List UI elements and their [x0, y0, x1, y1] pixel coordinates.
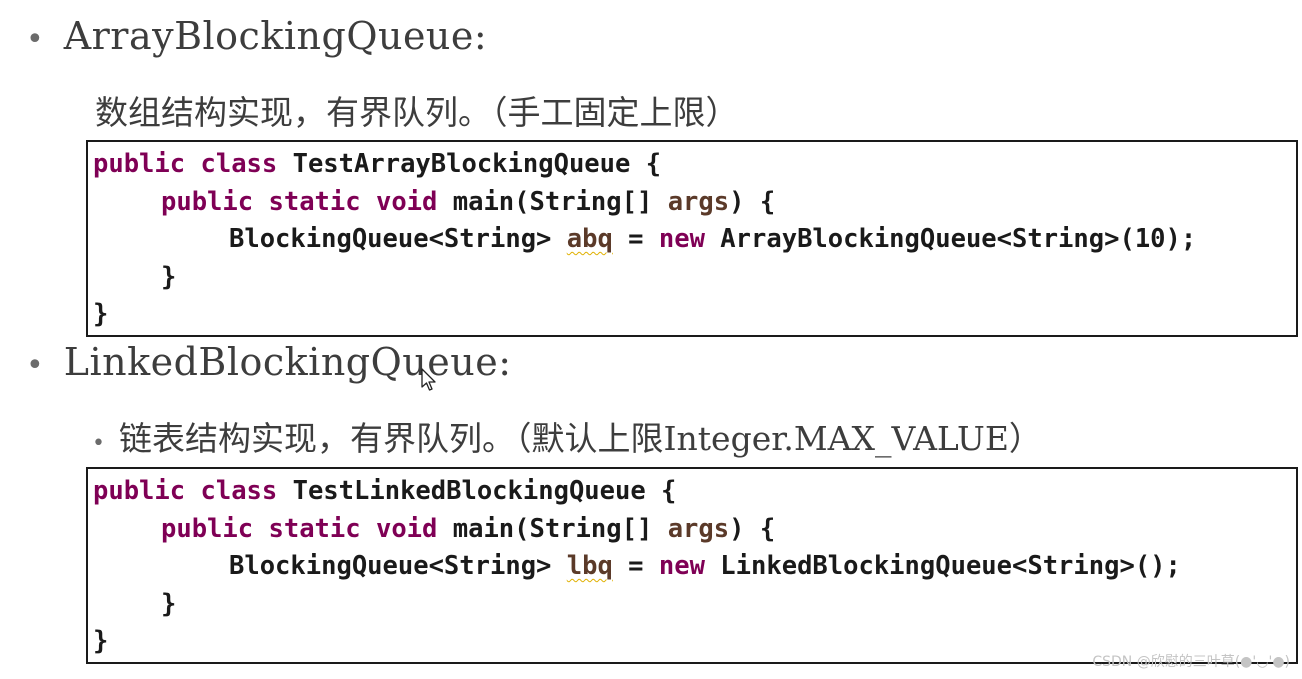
code-line: public static void main(String[] args) { [93, 511, 1296, 549]
code-variable-warning: lbq [566, 551, 613, 581]
code-variable-warning: abq [566, 224, 613, 254]
code-keyword: new [658, 551, 705, 581]
code-keyword: public [93, 476, 186, 506]
sub-bullet-icon: • [92, 431, 105, 456]
bullet-icon: • [26, 348, 44, 383]
code-line: } [93, 623, 1296, 661]
code-text: BlockingQueue<String> [229, 224, 567, 254]
code-text: LinkedBlockingQueue<String>(); [704, 551, 1181, 581]
code-param: args [667, 186, 730, 217]
section2-heading-row: • LinkedBlockingQueue: [26, 340, 512, 384]
code-brace: } [93, 626, 109, 656]
code-block-linked: public class TestLinkedBlockingQueue {pu… [86, 467, 1298, 664]
section2-description: 链表结构实现，有界队列。（默认上限Integer.MAX_VALUE） [118, 419, 1042, 458]
code-keyword: static [268, 186, 361, 217]
code-text: main(String[] [437, 186, 668, 217]
code-text: BlockingQueue<String> [229, 551, 567, 581]
code-keyword: public [161, 186, 254, 217]
code-keyword: void [375, 186, 438, 217]
code-text: = [612, 551, 659, 581]
code-text: ) { [729, 186, 776, 217]
code-line: } [93, 296, 1296, 334]
section2-heading: LinkedBlockingQueue: [63, 340, 512, 384]
mouse-pointer-icon [421, 368, 436, 391]
code-text: TestLinkedBlockingQueue { [277, 476, 677, 506]
code-keyword: class [200, 149, 278, 179]
code-line: } [93, 259, 1296, 297]
watermark: CSDN @欣慰的三叶草(●'◡'●) [1092, 654, 1290, 670]
bullet-icon: • [26, 22, 44, 57]
section1-heading-row: • ArrayBlockingQueue: [26, 14, 487, 58]
code-text: ArrayBlockingQueue<String>(10); [704, 224, 1197, 254]
code-keyword: new [658, 224, 705, 254]
code-brace: } [161, 588, 177, 619]
code-line: BlockingQueue<String> abq = new ArrayBlo… [93, 221, 1296, 259]
code-text: main(String[] [437, 513, 668, 544]
code-line: } [93, 586, 1296, 624]
section2-description-row: • 链表结构实现，有界队列。（默认上限Integer.MAX_VALUE） [92, 412, 1042, 460]
code-line: public class TestArrayBlockingQueue { [93, 146, 1296, 184]
code-block-array: public class TestArrayBlockingQueue {pub… [86, 140, 1298, 337]
code-text: ) { [729, 513, 776, 544]
code-line: public class TestLinkedBlockingQueue { [93, 473, 1296, 511]
code-keyword: void [375, 513, 438, 544]
code-keyword: static [268, 513, 361, 544]
code-text: TestArrayBlockingQueue { [277, 149, 662, 179]
code-param: args [667, 513, 730, 544]
section1-heading: ArrayBlockingQueue: [63, 14, 488, 58]
code-text: = [612, 224, 659, 254]
code-keyword: public [93, 149, 186, 179]
code-brace: } [93, 299, 109, 329]
code-brace: } [161, 261, 177, 292]
code-line: BlockingQueue<String> lbq = new LinkedBl… [93, 548, 1296, 586]
section1-description: 数组结构实现，有界队列。（手工固定上限） [95, 93, 739, 132]
code-keyword: public [161, 513, 254, 544]
code-keyword: class [200, 476, 278, 506]
code-line: public static void main(String[] args) { [93, 184, 1296, 222]
